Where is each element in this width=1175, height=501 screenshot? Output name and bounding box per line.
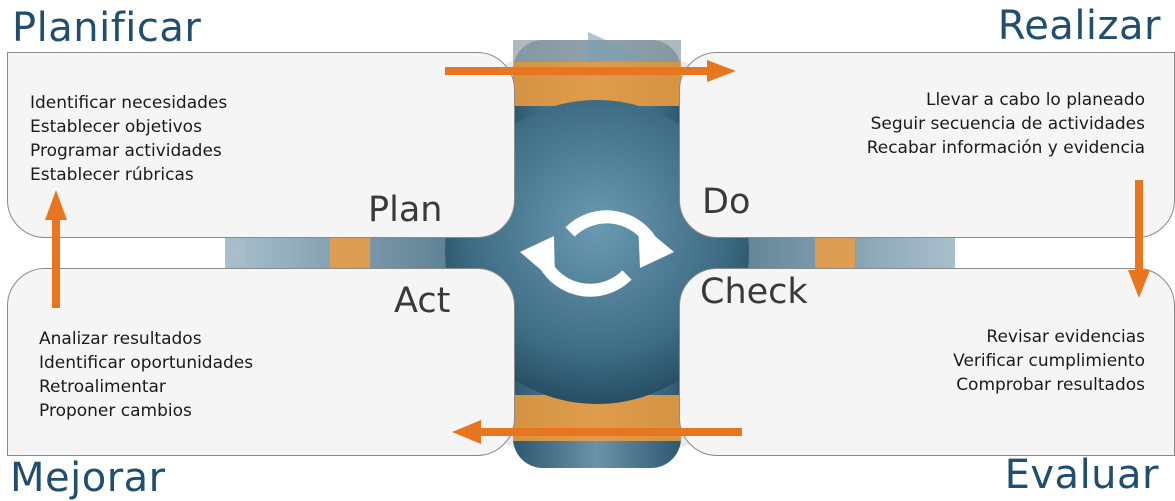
check-panel (679, 268, 1175, 456)
phase-title-check: Evaluar (1004, 452, 1159, 498)
check-activity: Revisar evidencias (986, 327, 1145, 347)
act-panel (7, 268, 515, 456)
cycle-arrowhead-lower (520, 236, 555, 282)
flow-arrow-right (1128, 180, 1150, 298)
cycle-arrow-lower (539, 260, 632, 297)
do-activities: Llevar a cabo lo planeado Seguir secuenc… (867, 88, 1145, 160)
act-activity: Proponer cambios (39, 401, 192, 421)
flow-arrow-top (445, 60, 736, 82)
act-activity: Retroalimentar (39, 377, 166, 397)
do-activity: Llevar a cabo lo planeado (925, 90, 1145, 110)
check-activity: Comprobar resultados (956, 375, 1145, 395)
do-activity: Seguir secuencia de actividades (870, 114, 1145, 134)
step-label-plan: Plan (368, 190, 443, 230)
cycle-arrow-upper (565, 210, 656, 244)
plan-activity: Identificar necesidades (30, 93, 228, 113)
step-label-check: Check (700, 272, 808, 312)
phase-title-act: Mejorar (10, 455, 166, 501)
center-disk (445, 100, 749, 404)
act-activities: Analizar resultados Identificar oportuni… (39, 327, 253, 423)
ghost-arrow-top (588, 32, 645, 62)
plan-activity: Establecer rúbricas (30, 165, 194, 185)
cycle-arrowhead-upper (638, 222, 674, 268)
step-label-act: Act (394, 281, 451, 321)
do-activity: Recabar información y evidencia (866, 138, 1145, 158)
plan-panel (7, 52, 515, 238)
check-activity: Verificar cumplimiento (953, 351, 1145, 371)
check-activities: Revisar evidencias Verificar cumplimient… (953, 325, 1145, 397)
band-accent-left (330, 236, 370, 270)
act-activity: Analizar resultados (39, 329, 202, 349)
phase-title-do: Realizar (997, 3, 1161, 49)
ghost-arrow-left (225, 238, 245, 268)
phase-title-plan: Planificar (12, 5, 202, 51)
plan-activity: Programar actividades (30, 141, 222, 161)
plan-activities: Identificar necesidades Establecer objet… (30, 91, 227, 187)
plan-activity: Establecer objetivos (30, 117, 202, 137)
step-label-do: Do (702, 182, 751, 222)
do-panel (679, 52, 1175, 238)
act-activity: Identificar oportunidades (39, 353, 254, 373)
cycle-arrows-icon (539, 210, 656, 297)
flow-arrow-bottom (452, 420, 742, 444)
band-accent-right (815, 236, 855, 270)
flow-arrow-left (45, 190, 67, 308)
